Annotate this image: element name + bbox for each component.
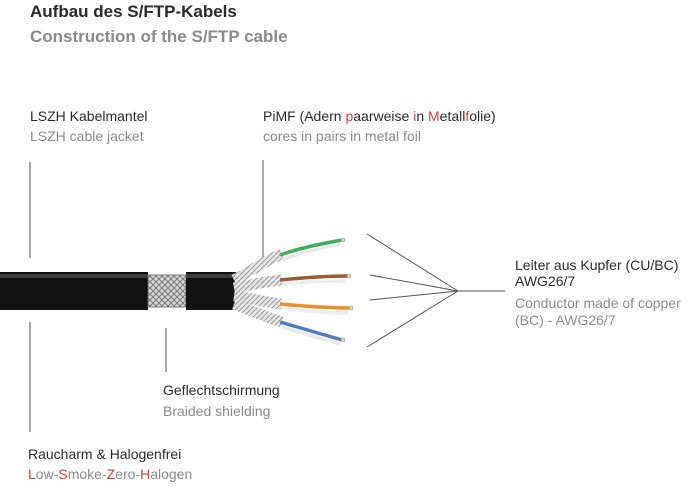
- lszh-label-en: Low-Smoke-Zero-Halogen: [28, 466, 193, 482]
- pair-green: [279, 238, 343, 262]
- pair-blue: [279, 320, 343, 346]
- jacket-label-de: LSZH Kabelmantel: [30, 108, 148, 124]
- conductor-label-en-line2: (BC) - AWG26/7: [515, 312, 616, 328]
- conductor-label-de-line2: AWG26/7: [515, 273, 576, 289]
- pimf-label-en: cores in pairs in metal foil: [263, 128, 421, 144]
- pair-brown: [279, 274, 349, 286]
- conductor-leader-fan: [366, 233, 505, 348]
- lszh-label-de: Raucharm & Halogenfrei: [28, 446, 182, 462]
- conductor-label-en-line1: Conductor made of copper: [515, 295, 681, 311]
- braid-label-de: Geflechtschirmung: [163, 382, 280, 398]
- page-title: Aufbau des S/FTP-Kabels: [30, 2, 237, 21]
- braided-shield: [147, 274, 187, 308]
- pair-orange: [279, 302, 351, 315]
- inner-jacket: [186, 272, 236, 310]
- cable-jacket: [0, 272, 148, 310]
- foil-pairs: [231, 248, 285, 328]
- braid-label-en: Braided shielding: [163, 403, 271, 419]
- jacket-label-en: LSZH cable jacket: [30, 128, 144, 144]
- copper-conductor-tips: [340, 237, 354, 343]
- page-subtitle: Construction of the S/FTP cable: [30, 27, 288, 46]
- pimf-label-de: PiMF (Adern paarweise in Metallfolie): [263, 108, 496, 124]
- conductor-label-de-line1: Leiter aus Kupfer (CU/BC): [515, 257, 679, 273]
